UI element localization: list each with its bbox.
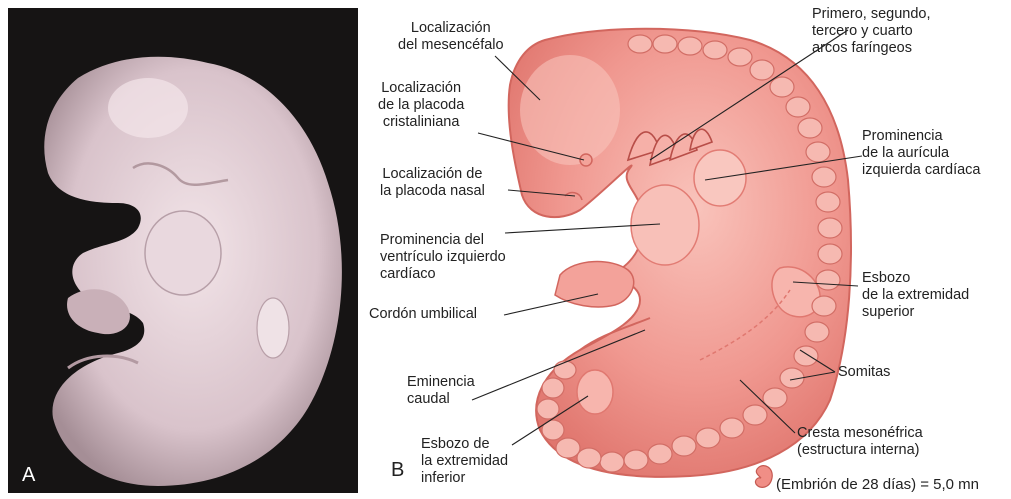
panel-letter-b: B — [391, 459, 404, 482]
scale-note: (Embrión de 28 días) = 5,0 mn — [776, 476, 979, 493]
label-mesonephric-ridge: Cresta mesonéfrica(estructura interna) — [797, 425, 923, 459]
label-umbilical-cord: Cordón umbilical — [369, 306, 477, 323]
embryo-scale-icon — [752, 462, 776, 492]
label-somites: Somitas — [838, 364, 890, 381]
